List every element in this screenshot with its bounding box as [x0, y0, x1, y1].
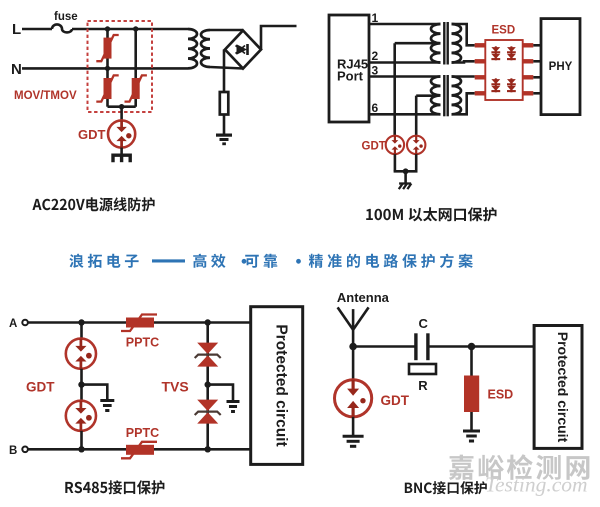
- svg-text:Protected circuit: Protected circuit: [555, 332, 571, 443]
- svg-text:1: 1: [372, 11, 379, 25]
- svg-text:C: C: [419, 316, 429, 331]
- svg-text:L: L: [12, 21, 21, 38]
- svg-text:Port: Port: [337, 69, 364, 84]
- svg-text:Antenna: Antenna: [337, 290, 390, 305]
- svg-text:2: 2: [372, 49, 379, 63]
- svg-text:ESD: ESD: [492, 25, 516, 37]
- svg-text:R: R: [418, 378, 428, 393]
- svg-text:GDT: GDT: [362, 141, 386, 153]
- svg-text:ESD: ESD: [488, 388, 514, 402]
- svg-text:GDT: GDT: [78, 127, 106, 142]
- svg-text:Protected circuit: Protected circuit: [273, 324, 290, 446]
- svg-text:Testing.com: Testing.com: [485, 473, 588, 497]
- svg-text:A: A: [9, 318, 17, 330]
- svg-text:N: N: [11, 61, 22, 78]
- svg-text:PPTC: PPTC: [126, 426, 159, 440]
- svg-text:6: 6: [372, 101, 379, 115]
- svg-text:GDT: GDT: [26, 380, 55, 395]
- svg-text:TVS: TVS: [162, 379, 189, 395]
- svg-text:PPTC: PPTC: [126, 336, 159, 350]
- svg-text:RJ45: RJ45: [337, 57, 368, 72]
- svg-text:MOV/TMOV: MOV/TMOV: [14, 90, 77, 102]
- svg-text:B: B: [9, 445, 17, 457]
- svg-text:fuse: fuse: [54, 11, 78, 23]
- svg-text:3: 3: [372, 64, 379, 78]
- svg-text:PHY: PHY: [549, 61, 573, 73]
- svg-text:GDT: GDT: [381, 393, 410, 408]
